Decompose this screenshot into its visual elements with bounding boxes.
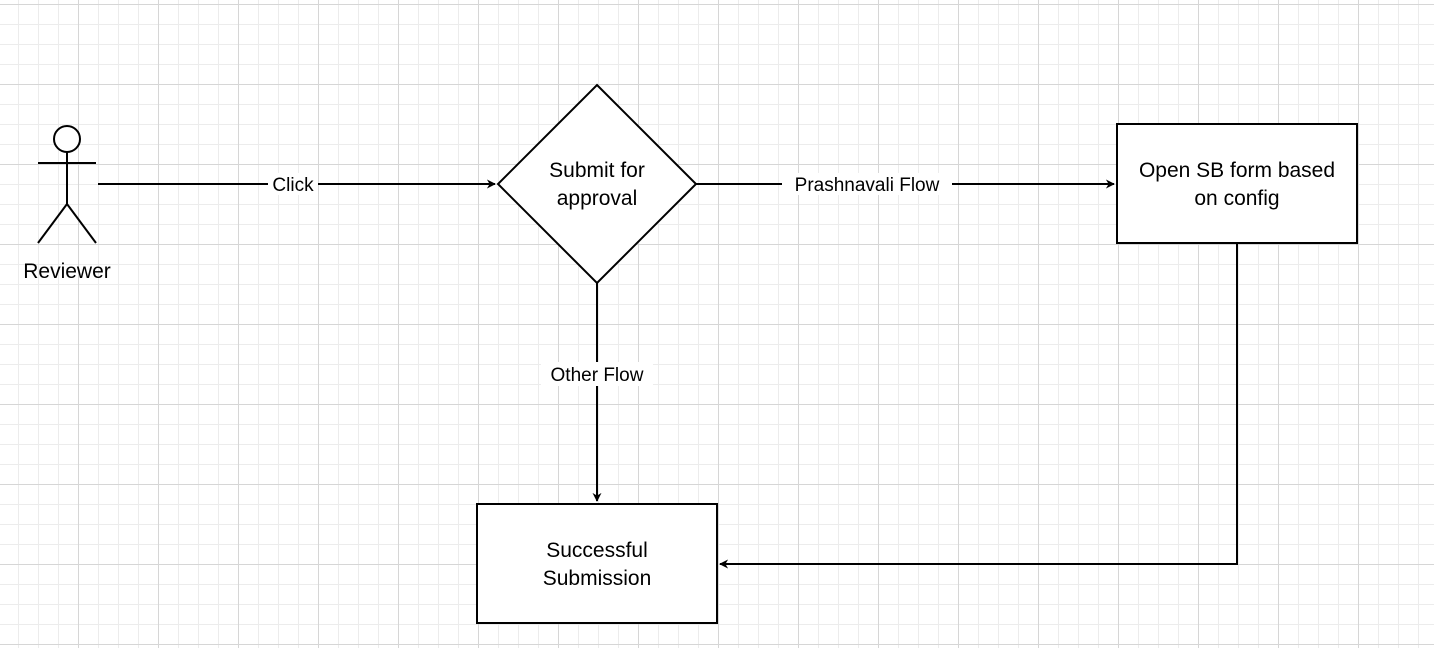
success-label-line-1: Successful <box>546 539 648 562</box>
decision-diamond[interactable] <box>496 83 698 285</box>
decision-label-line-2: approval <box>557 187 638 210</box>
edge-other-label-bg <box>541 362 653 386</box>
actor-label: Reviewer <box>23 260 111 283</box>
edge-prashnavali-label: Prashnavali Flow <box>795 175 940 196</box>
reviewer-actor[interactable] <box>37 125 97 244</box>
edge-prashnavali-label-bg <box>782 173 952 195</box>
edge-form-to-success[interactable] <box>719 243 1238 569</box>
success-label-line-2: Submission <box>543 567 652 590</box>
open-form-box[interactable] <box>1116 123 1358 244</box>
edge-other-label: Other Flow <box>551 365 644 386</box>
actor-head <box>53 125 81 153</box>
open-form-label-line-1: Open SB form based <box>1139 159 1335 182</box>
decision-label-line-1: Submit for <box>549 159 645 182</box>
success-box[interactable] <box>476 503 718 624</box>
edge-click-label: Click <box>272 175 314 196</box>
actor-right-leg <box>66 203 97 244</box>
actor-left-leg <box>37 203 68 244</box>
edge-click-label-bg <box>268 173 318 195</box>
open-form-label-line-2: on config <box>1194 187 1279 210</box>
